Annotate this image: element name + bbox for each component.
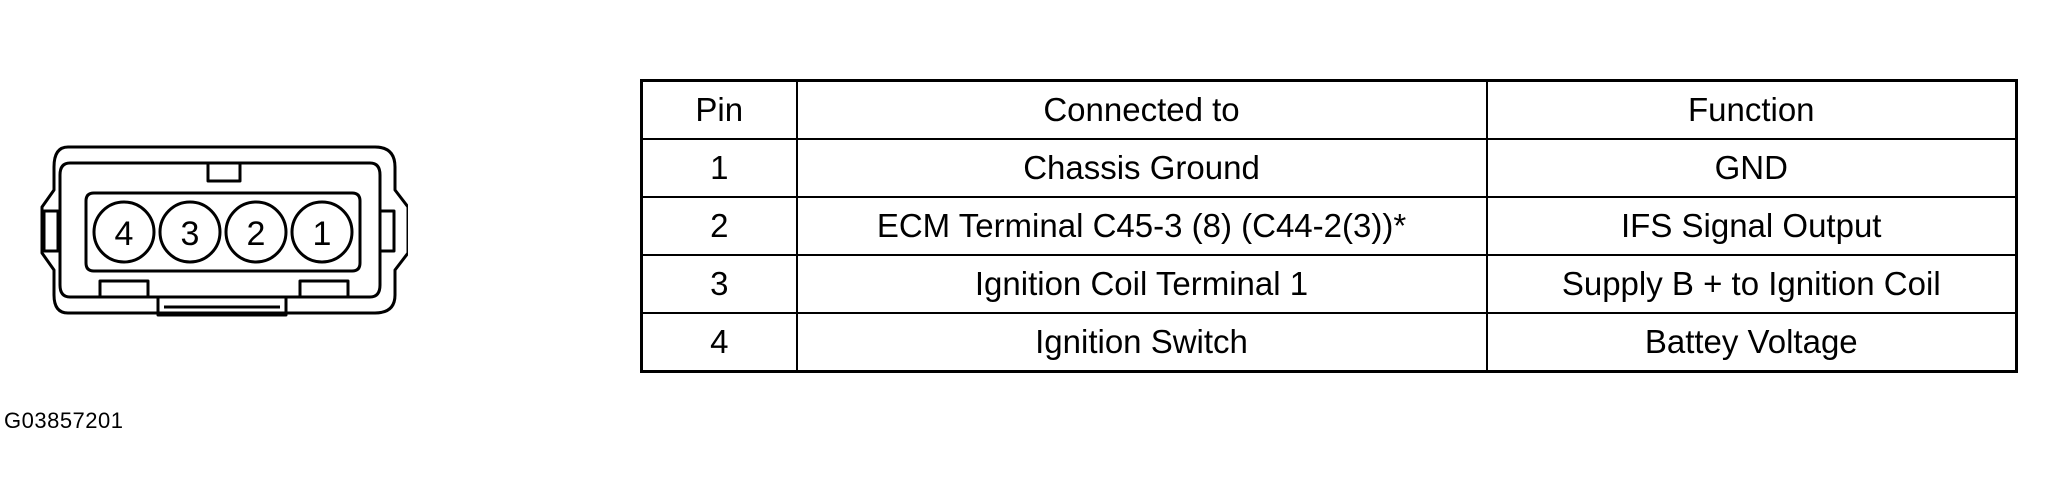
- table-row: 4 Ignition Switch Battey Voltage: [640, 312, 2018, 373]
- pin-cavity: [84, 191, 362, 273]
- connector-bottom-tab-right: [298, 279, 350, 299]
- pin-label: 1: [313, 215, 332, 253]
- table-row: 1 Chassis Ground GND: [640, 138, 2018, 198]
- cell-pin: 2: [640, 196, 798, 256]
- cell-pin: 3: [640, 254, 798, 314]
- connector-bottom-lock: [156, 297, 288, 317]
- pin-3-circle: [158, 200, 222, 264]
- connector-housing: [40, 145, 408, 315]
- cell-pin: 1: [640, 138, 798, 198]
- connector-diagram: 4 3 2 1: [40, 145, 408, 317]
- pin-label: 4: [115, 215, 134, 253]
- connector-bottom-tab-left: [98, 279, 150, 299]
- connector-left-latch: [42, 209, 60, 253]
- table-header-row: Pin Connected to Function: [640, 79, 2018, 140]
- connector-top-key: [206, 161, 242, 183]
- table-row: 3 Ignition Coil Terminal 1 Supply B + to…: [640, 254, 2018, 314]
- header-connected-to: Connected to: [795, 79, 1488, 140]
- pin-label: 2: [247, 215, 266, 253]
- cell-connected-to: Ignition Switch: [795, 312, 1488, 373]
- cell-function: Supply B + to Ignition Coil: [1485, 254, 2018, 314]
- pin-1-circle: [290, 200, 354, 264]
- table-row: 2 ECM Terminal C45-3 (8) (C44-2(3))* IFS…: [640, 196, 2018, 256]
- connector-right-latch: [378, 209, 396, 253]
- header-function: Function: [1485, 79, 2018, 140]
- connector-inner-outline: [58, 161, 382, 299]
- pin-2-circle: [224, 200, 288, 264]
- pin-4-circle: [92, 200, 156, 264]
- cell-connected-to: Chassis Ground: [795, 138, 1488, 198]
- cell-function: GND: [1485, 138, 2018, 198]
- pin-label: 3: [181, 215, 200, 253]
- cell-connected-to: ECM Terminal C45-3 (8) (C44-2(3))*: [795, 196, 1488, 256]
- cell-function: IFS Signal Output: [1485, 196, 2018, 256]
- cell-pin: 4: [640, 312, 798, 373]
- cell-function: Battey Voltage: [1485, 312, 2018, 373]
- pin-assignment-table: Pin Connected to Function 1 Chassis Grou…: [640, 79, 2018, 373]
- figure-code: G03857201: [4, 408, 124, 433]
- cell-connected-to: Ignition Coil Terminal 1: [795, 254, 1488, 314]
- header-pin: Pin: [640, 79, 798, 140]
